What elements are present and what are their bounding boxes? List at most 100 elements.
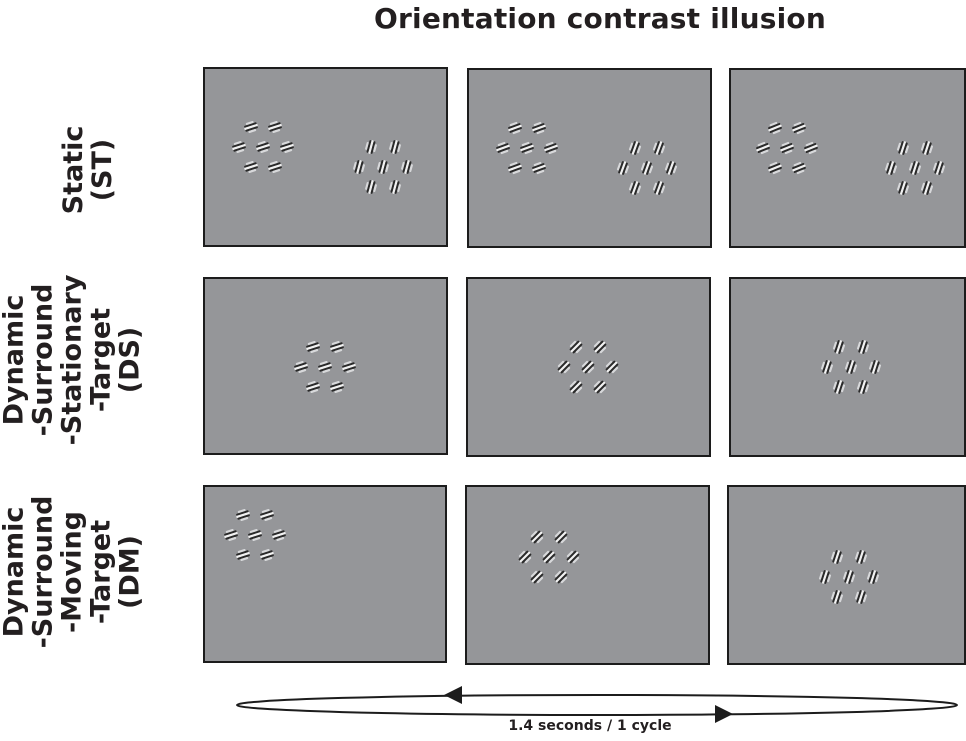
gabor-patch xyxy=(330,340,344,354)
stimulus-panel-dm-1 xyxy=(203,485,447,663)
cycle-arrowhead-right xyxy=(715,705,733,723)
gabor-patch xyxy=(908,161,922,175)
gabor-patch xyxy=(566,550,580,564)
gabor-patch xyxy=(820,360,834,374)
gabor-patch xyxy=(780,141,794,155)
cycle-caption: 1.4 seconds / 1 cycle xyxy=(508,718,672,734)
stimulus-panel-dm-3 xyxy=(727,485,966,665)
gabor-patch xyxy=(830,550,844,564)
gabor-patch xyxy=(532,161,546,175)
gabor-patch xyxy=(866,570,880,584)
gabor-patch xyxy=(792,121,806,135)
gabor-patch xyxy=(280,140,294,154)
gabor-patch xyxy=(854,550,868,564)
gabor-patch xyxy=(342,360,356,374)
gabor-patch xyxy=(268,160,282,174)
stimulus-drawing xyxy=(232,120,413,194)
stimulus-panel-st-2 xyxy=(467,68,712,248)
gabor-patch xyxy=(236,548,250,562)
gabor-patch xyxy=(557,360,571,374)
gabor-patch xyxy=(544,141,558,155)
gabor-patch xyxy=(542,550,556,564)
stimulus-drawing xyxy=(224,508,286,562)
stimulus-panel-ds-3 xyxy=(729,277,966,457)
gabor-patch xyxy=(652,141,666,155)
gabor-patch xyxy=(756,141,770,155)
gabor-patch xyxy=(530,530,544,544)
gabor-patch xyxy=(804,141,818,155)
gabor-patch xyxy=(365,180,377,194)
gabor-patch xyxy=(792,161,806,175)
gabor-patch xyxy=(232,140,246,154)
stimulus-drawing xyxy=(557,340,619,394)
gabor-patch xyxy=(365,140,377,154)
gabor-patch xyxy=(353,160,365,174)
gabor-patch xyxy=(377,160,389,174)
gabor-patch xyxy=(818,570,832,584)
gabor-patch xyxy=(318,360,332,374)
stimulus-drawing xyxy=(496,121,678,195)
gabor-patch xyxy=(518,550,532,564)
gabor-patch xyxy=(268,120,282,134)
gabor-patch xyxy=(569,340,583,354)
stimulus-panel-dm-2 xyxy=(465,485,710,665)
gabor-patch xyxy=(530,570,544,584)
gabor-patch xyxy=(616,161,630,175)
gabor-patch xyxy=(248,528,262,542)
gabor-patch xyxy=(856,380,870,394)
gabor-patch xyxy=(389,140,401,154)
gabor-patch xyxy=(832,340,846,354)
gabor-patch xyxy=(768,161,782,175)
gabor-patch xyxy=(868,360,882,374)
cycle-arrowhead-left xyxy=(444,686,462,704)
gabor-patch xyxy=(496,141,510,155)
gabor-patch xyxy=(842,570,856,584)
gabor-patch xyxy=(581,360,595,374)
gabor-patch xyxy=(605,360,619,374)
gabor-patch xyxy=(569,380,583,394)
gabor-patch xyxy=(236,508,250,522)
gabor-patch xyxy=(244,120,258,134)
gabor-patch xyxy=(664,161,678,175)
figure-title: Orientation contrast illusion xyxy=(374,2,826,35)
stimulus-drawing xyxy=(518,530,580,584)
gabor-patch xyxy=(920,181,934,195)
stimulus-drawing xyxy=(294,340,356,394)
gabor-patch xyxy=(306,340,320,354)
gabor-patch xyxy=(640,161,654,175)
gabor-patch xyxy=(508,161,522,175)
stimulus-panel-st-1 xyxy=(203,67,448,247)
cycle-ellipse xyxy=(236,694,958,716)
gabor-patch xyxy=(389,180,401,194)
gabor-patch xyxy=(520,141,534,155)
stimulus-panel-st-3 xyxy=(729,68,966,248)
stimulus-drawing xyxy=(820,340,882,394)
gabor-patch xyxy=(856,340,870,354)
gabor-patch xyxy=(532,121,546,135)
gabor-patch xyxy=(244,160,258,174)
gabor-patch xyxy=(260,508,274,522)
stimulus-drawing xyxy=(818,550,880,604)
gabor-patch xyxy=(884,161,898,175)
gabor-patch xyxy=(272,528,286,542)
gabor-patch xyxy=(554,530,568,544)
gabor-patch xyxy=(854,590,868,604)
gabor-patch xyxy=(844,360,858,374)
gabor-patch xyxy=(330,380,344,394)
gabor-patch xyxy=(932,161,946,175)
gabor-patch xyxy=(260,548,274,562)
gabor-patch xyxy=(920,141,934,155)
stimulus-panel-ds-1 xyxy=(203,277,448,455)
gabor-patch xyxy=(896,141,910,155)
gabor-patch xyxy=(830,590,844,604)
gabor-patch xyxy=(896,181,910,195)
gabor-patch xyxy=(508,121,522,135)
gabor-patch xyxy=(593,380,607,394)
gabor-patch xyxy=(628,141,642,155)
gabor-patch xyxy=(401,160,413,174)
gabor-patch xyxy=(768,121,782,135)
gabor-patch xyxy=(652,181,666,195)
stimulus-drawing xyxy=(756,121,946,195)
gabor-patch xyxy=(256,140,270,154)
